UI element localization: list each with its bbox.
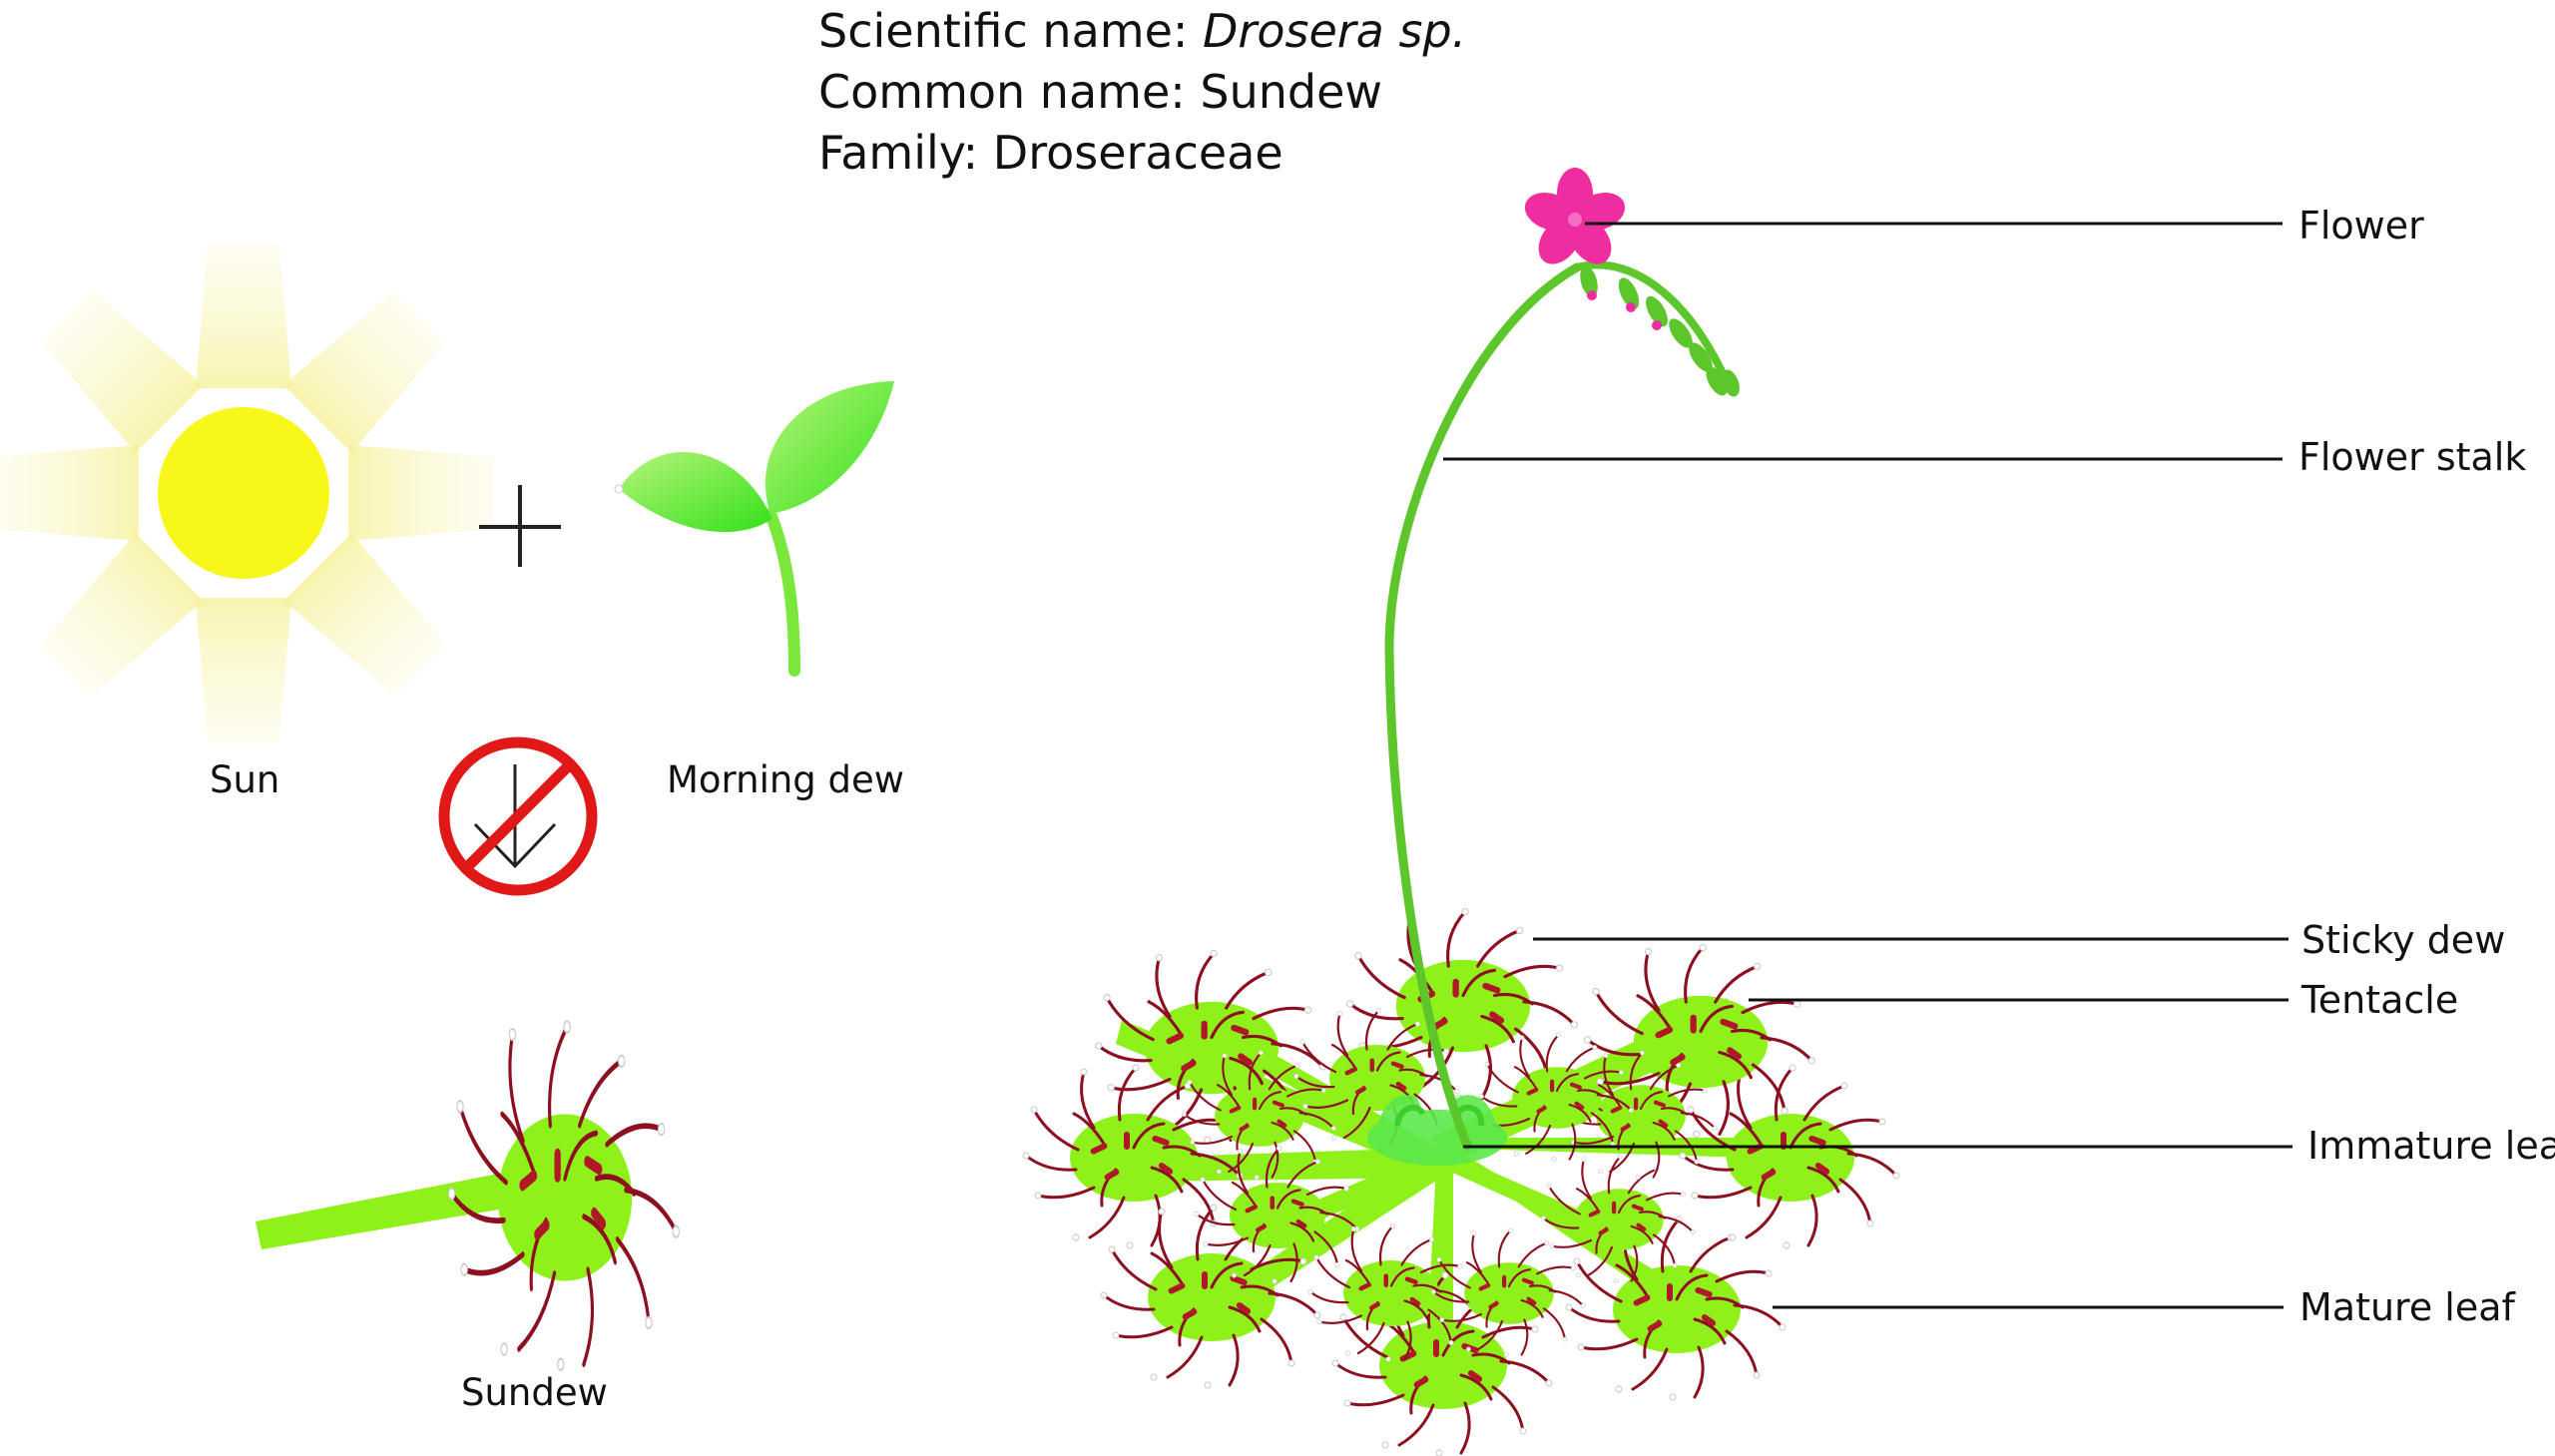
sundew-plant — [1021, 168, 1901, 1456]
sun-caption: Sun — [210, 758, 280, 801]
label-mature-leaf: Mature leaf — [2300, 1285, 2515, 1329]
plus-icon — [479, 485, 561, 567]
label-sticky-dew: Sticky dew — [2301, 918, 2506, 962]
seedling-icon — [614, 381, 894, 677]
sun-icon — [0, 243, 493, 742]
morning-dew-caption: Morning dew — [667, 758, 905, 801]
label-flower: Flower — [2299, 204, 2424, 247]
sundew-leaf-icon — [256, 1021, 679, 1370]
sundew-caption: Sundew — [461, 1371, 608, 1414]
scientific-name-prefix: Scientific name: — [818, 4, 1204, 58]
label-tentacle: Tentacle — [2301, 978, 2459, 1022]
label-flower-stalk: Flower stalk — [2299, 435, 2527, 479]
family-line: Family: Droseraceae — [818, 126, 1283, 180]
scientific-name: Drosera sp. — [1203, 4, 1467, 58]
no-downward-arrow-icon — [438, 736, 598, 896]
flower-icon — [1524, 168, 1626, 264]
common-name-line: Common name: Sundew — [818, 65, 1383, 119]
label-immature-leaf: Immature leaf — [2307, 1124, 2555, 1168]
scientific-name-line: Scientific name: Drosera sp. — [818, 0, 1466, 62]
callout-lines — [1443, 222, 2293, 1309]
